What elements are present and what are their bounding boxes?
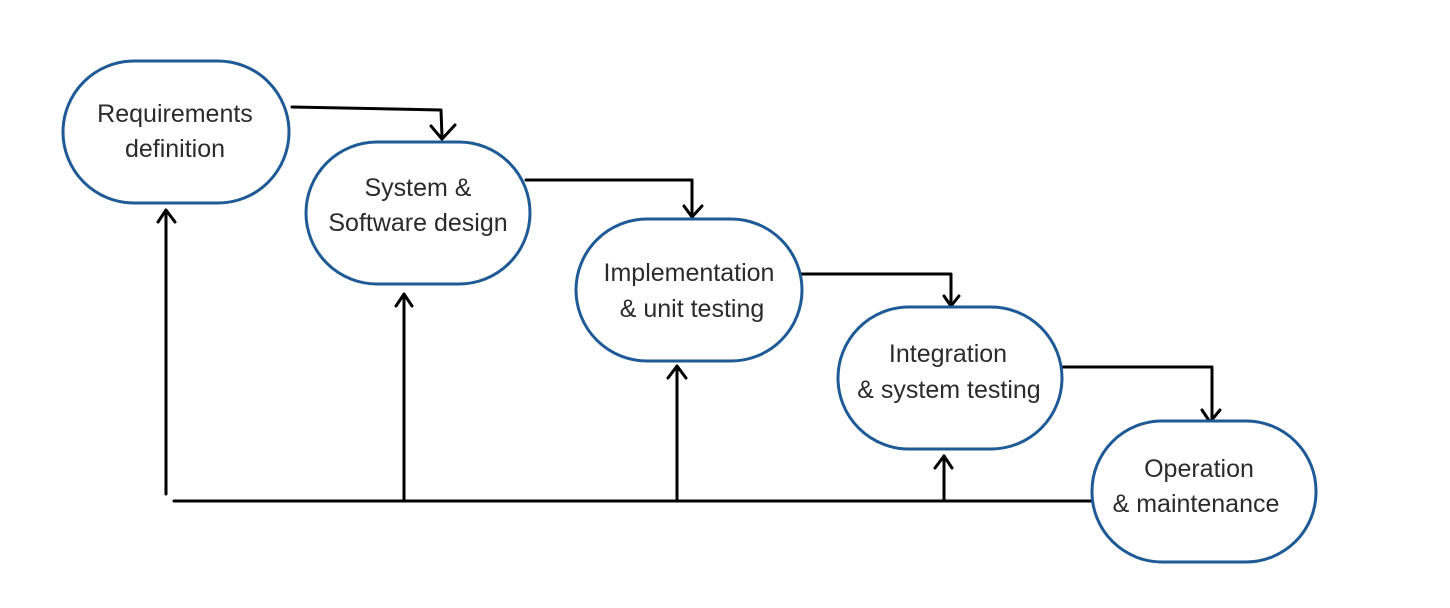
stage-operation-label-line2: & maintenance: [1113, 490, 1280, 518]
feedback-arrowhead-implementation: [666, 364, 688, 380]
feedback-arrowhead-integration: [933, 454, 954, 470]
arrowhead-design: [429, 123, 457, 141]
arrowhead-implementation: [682, 204, 704, 219]
stage-operation: Operation & maintenance: [1090, 419, 1318, 564]
stage-implementation-label-line1: Implementation: [604, 259, 775, 287]
connector-integration-to-operation: [1061, 365, 1214, 423]
feedback-arrowhead-requirements: [156, 208, 177, 224]
stage-design-label-line2: Software design: [328, 209, 507, 237]
stage-operation-label-line1: Operation: [1144, 455, 1254, 483]
stage-requirements-label-line1: Requirements: [97, 100, 253, 128]
connector-implementation-to-integration: [798, 272, 953, 307]
stage-integration: Integration & system testing: [836, 305, 1064, 451]
stage-integration-label-line1: Integration: [889, 340, 1007, 368]
feedback-arrowhead-design: [394, 292, 414, 308]
stage-integration-label-line2: & system testing: [857, 376, 1040, 404]
connector-requirements-to-design: [290, 105, 444, 139]
connector-design-to-implementation: [524, 178, 694, 218]
stage-implementation-label-line2: & unit testing: [620, 295, 765, 323]
stage-implementation: Implementation & unit testing: [574, 217, 804, 363]
stage-requirements-shape: [61, 59, 291, 205]
stage-design-label-line1: System &: [365, 174, 472, 202]
stage-design-shape: [304, 140, 532, 286]
stage-design: System & Software design: [304, 140, 532, 286]
stage-requirements: Requirements definition: [61, 59, 291, 205]
stage-implementation-shape: [574, 217, 804, 363]
stage-operation-shape: [1090, 419, 1318, 564]
stage-integration-shape: [836, 305, 1064, 451]
feedback-connectors: [156, 208, 1097, 503]
stage-requirements-label-line2: definition: [125, 135, 225, 163]
